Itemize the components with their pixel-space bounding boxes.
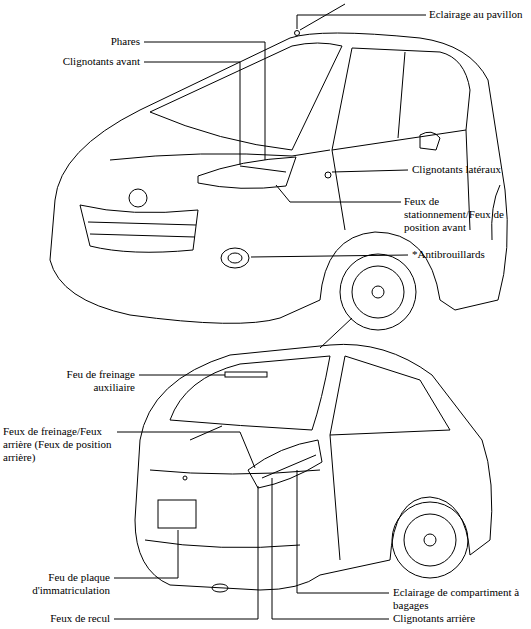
hood-line xyxy=(110,150,330,160)
antenna xyxy=(320,318,352,348)
wiper xyxy=(190,426,222,440)
licence-plate xyxy=(158,500,196,528)
rim xyxy=(352,266,404,318)
windshield xyxy=(150,43,342,150)
grille xyxy=(80,205,198,252)
leader-line xyxy=(117,432,255,468)
hub xyxy=(372,286,384,298)
leader-line xyxy=(332,170,408,172)
part-label: Clignotants arrière xyxy=(393,612,527,625)
rear-car xyxy=(135,318,492,592)
leader-line xyxy=(276,185,401,202)
tail-lamp-detail xyxy=(262,455,316,478)
tail-lamp xyxy=(248,440,322,488)
headlamp xyxy=(198,157,296,188)
leader-lines xyxy=(114,15,426,619)
part-label: Feu de plaque d'immatriculation xyxy=(8,571,110,597)
window-pillar xyxy=(398,52,405,138)
side-window xyxy=(330,356,450,435)
part-label: Eclairage de compartiment à bagages xyxy=(393,586,527,612)
side-window xyxy=(332,48,470,150)
front-body xyxy=(50,33,507,323)
wheel xyxy=(392,502,468,578)
part-label: Clignotants avant xyxy=(10,55,140,68)
antenna xyxy=(300,4,345,30)
grille-bar xyxy=(90,234,195,237)
tailgate-line xyxy=(150,470,320,474)
fog-lamp xyxy=(221,248,249,268)
rear-body xyxy=(135,344,492,590)
fog-lamp-inner xyxy=(228,253,242,263)
leader-line xyxy=(272,478,389,619)
leader-line xyxy=(297,470,389,593)
leader-line xyxy=(251,255,408,257)
part-label: Feu de freinage auxiliaire xyxy=(30,368,135,394)
door-line xyxy=(330,435,340,560)
headlamp-detail xyxy=(240,166,286,172)
grille-bar xyxy=(88,222,196,225)
door-line xyxy=(332,150,345,230)
hub xyxy=(424,534,436,546)
leader-line xyxy=(114,530,178,578)
side-indicator xyxy=(325,172,331,178)
part-label: Feux de recul xyxy=(40,612,110,625)
part-label: Feux de stationnement/Feux de position a… xyxy=(404,195,528,234)
logo xyxy=(129,189,147,207)
rim xyxy=(404,514,456,566)
leader-line xyxy=(297,15,426,29)
part-label: Phares xyxy=(20,35,140,48)
leader-line xyxy=(114,486,258,619)
leader-line xyxy=(144,62,240,165)
bumper-line xyxy=(145,540,300,548)
spoiler-brake-lamp xyxy=(225,372,267,377)
keyhole xyxy=(183,476,187,480)
leader-line xyxy=(144,42,265,160)
part-label: Eclairage au pavillon xyxy=(429,8,528,21)
rear-window xyxy=(170,356,330,430)
part-label: Clignotants latéraux xyxy=(412,163,528,176)
exhaust xyxy=(212,584,228,592)
part-label: Feux de freinage/Feux arrière (Feux de p… xyxy=(3,425,115,464)
roof-lamp xyxy=(295,31,300,36)
leader-line xyxy=(139,375,225,376)
part-label: *Antibrouillards xyxy=(412,248,528,261)
mirror xyxy=(420,132,440,150)
